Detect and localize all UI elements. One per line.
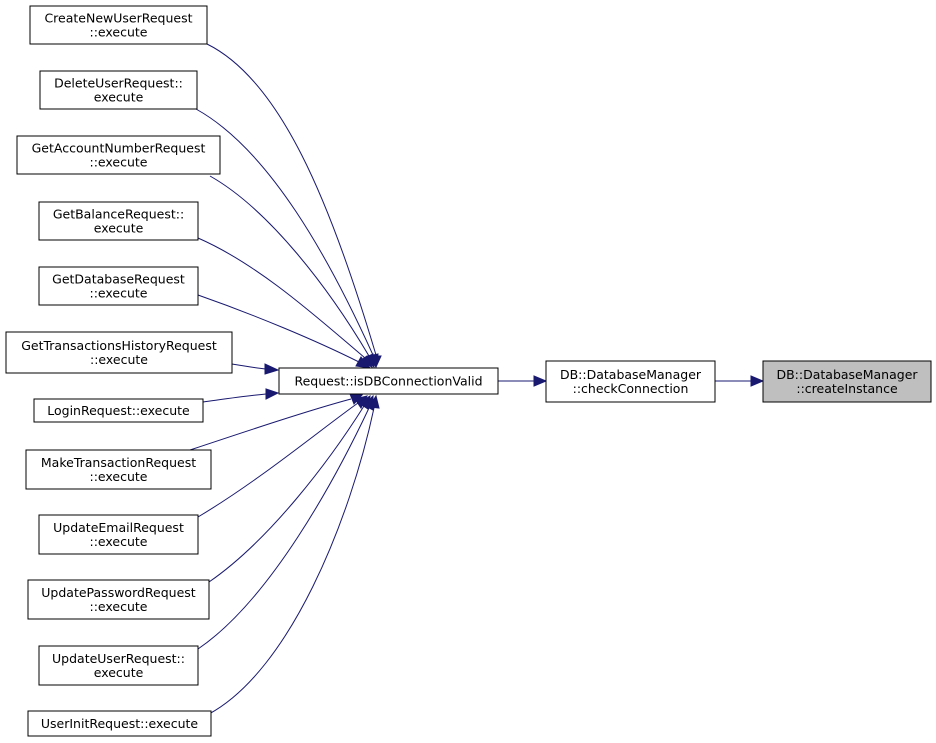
node-label-line: ::createInstance — [796, 381, 898, 396]
node-label-line: UpdateUserRequest:: — [52, 651, 185, 666]
node-label-line: GetDatabaseRequest — [52, 272, 185, 287]
node-label-line: CreateNewUserRequest — [44, 11, 192, 26]
node-label-line: Request::isDBConnectionValid — [294, 374, 482, 389]
edge-make-transaction-request-to-request-is-db-connection-valid — [189, 393, 364, 451]
node-label-line: UpdateEmailRequest — [53, 520, 184, 535]
arrowhead-icon — [368, 394, 380, 409]
node-label-line: LoginRequest::execute — [47, 403, 190, 418]
node-box — [25, 449, 212, 490]
arrowhead-icon — [355, 356, 372, 369]
edge-line — [197, 407, 370, 650]
arrowhead-icon — [750, 375, 765, 387]
node-label-line: ::execute — [90, 469, 148, 484]
node-label-line: UpdatePasswordRequest — [41, 585, 196, 600]
node-label-line: DB::DatabaseManager — [560, 367, 702, 382]
node-box — [762, 360, 932, 403]
node-label-line: ::execute — [90, 352, 148, 367]
nodes-layer: CreateNewUserRequest::executeDeleteUserR… — [5, 5, 932, 737]
node-box — [5, 331, 233, 374]
edge-line — [231, 363, 267, 370]
node-label-line: GetAccountNumberRequest — [32, 141, 206, 156]
node-label-line: UserInitRequest::execute — [41, 716, 199, 731]
node-update-user-request[interactable]: UpdateUserRequest::execute — [38, 645, 199, 686]
node-box — [545, 360, 716, 403]
node-box — [29, 5, 208, 45]
node-request-is-db-connection-valid[interactable]: Request::isDBConnectionValid — [278, 367, 499, 395]
edge-line — [195, 108, 374, 356]
node-login-request[interactable]: LoginRequest::execute — [33, 398, 204, 423]
node-box — [38, 266, 199, 306]
node-box — [38, 201, 199, 241]
node-get-balance-request[interactable]: GetBalanceRequest::execute — [38, 201, 199, 241]
node-database-manager-create-instance[interactable]: DB::DatabaseManager::createInstance — [762, 360, 932, 403]
node-get-account-number-request[interactable]: GetAccountNumberRequest::execute — [16, 135, 221, 175]
node-label-line: GetBalanceRequest:: — [53, 207, 184, 222]
node-label-line: DeleteUserRequest:: — [54, 76, 183, 91]
edge-update-email-request-to-request-is-db-connection-valid — [197, 395, 368, 518]
node-create-new-user-request[interactable]: CreateNewUserRequest::execute — [29, 5, 208, 45]
node-box — [33, 398, 204, 423]
node-database-manager-check-connection[interactable]: DB::DatabaseManager::checkConnection — [545, 360, 716, 403]
edge-delete-user-request-to-request-is-db-connection-valid — [195, 108, 379, 369]
node-box — [38, 645, 199, 686]
node-label-line: ::execute — [90, 155, 148, 170]
node-label-line: DB::DatabaseManager — [776, 367, 918, 382]
edge-get-transactions-history-request-to-request-is-db-connection-valid — [231, 363, 280, 375]
edge-line — [208, 405, 365, 583]
node-box — [278, 367, 499, 395]
edge-database-manager-check-connection-to-database-manager-create-instance — [715, 375, 765, 387]
node-box — [39, 70, 198, 110]
node-delete-user-request[interactable]: DeleteUserRequest::execute — [39, 70, 198, 110]
arrowhead-icon — [264, 363, 280, 375]
node-label-line: execute — [94, 221, 144, 236]
edges-layer — [189, 43, 765, 715]
edge-get-database-request-to-request-is-db-connection-valid — [197, 294, 372, 369]
edge-line — [197, 294, 360, 363]
edge-update-user-request-to-request-is-db-connection-valid — [197, 394, 374, 650]
node-box — [38, 514, 199, 555]
edge-update-password-request-to-request-is-db-connection-valid — [208, 394, 371, 583]
node-label-line: GetTransactionsHistoryRequest — [21, 338, 217, 353]
edge-line — [208, 407, 375, 715]
node-user-init-request[interactable]: UserInitRequest::execute — [27, 710, 212, 737]
arrowhead-icon — [265, 388, 280, 400]
node-box — [16, 135, 221, 175]
edge-line — [202, 393, 267, 403]
node-label-line: execute — [94, 90, 144, 105]
arrowhead-icon — [533, 375, 548, 387]
node-box — [27, 710, 212, 737]
node-label-line: ::checkConnection — [573, 381, 689, 396]
node-label-line: execute — [94, 665, 144, 680]
edge-line — [197, 237, 366, 359]
edge-request-is-db-connection-valid-to-database-manager-check-connection — [498, 375, 548, 387]
node-label-line: ::execute — [90, 599, 148, 614]
node-label-line: ::execute — [90, 286, 148, 301]
node-label-line: ::execute — [90, 534, 148, 549]
edge-line — [209, 175, 370, 357]
edge-line — [197, 402, 359, 518]
edge-line — [189, 398, 352, 451]
node-get-transactions-history-request[interactable]: GetTransactionsHistoryRequest::execute — [5, 331, 233, 374]
edge-line — [206, 43, 377, 356]
edge-login-request-to-request-is-db-connection-valid — [202, 388, 280, 403]
edge-user-init-request-to-request-is-db-connection-valid — [208, 394, 380, 715]
node-box — [27, 579, 210, 620]
node-update-email-request[interactable]: UpdateEmailRequest::execute — [38, 514, 199, 555]
edge-create-new-user-request-to-request-is-db-connection-valid — [206, 43, 382, 369]
node-label-line: ::execute — [90, 25, 148, 40]
node-get-database-request[interactable]: GetDatabaseRequest::execute — [38, 266, 199, 306]
node-update-password-request[interactable]: UpdatePasswordRequest::execute — [27, 579, 210, 620]
node-make-transaction-request[interactable]: MakeTransactionRequest::execute — [25, 449, 212, 490]
node-label-line: MakeTransactionRequest — [41, 455, 196, 470]
